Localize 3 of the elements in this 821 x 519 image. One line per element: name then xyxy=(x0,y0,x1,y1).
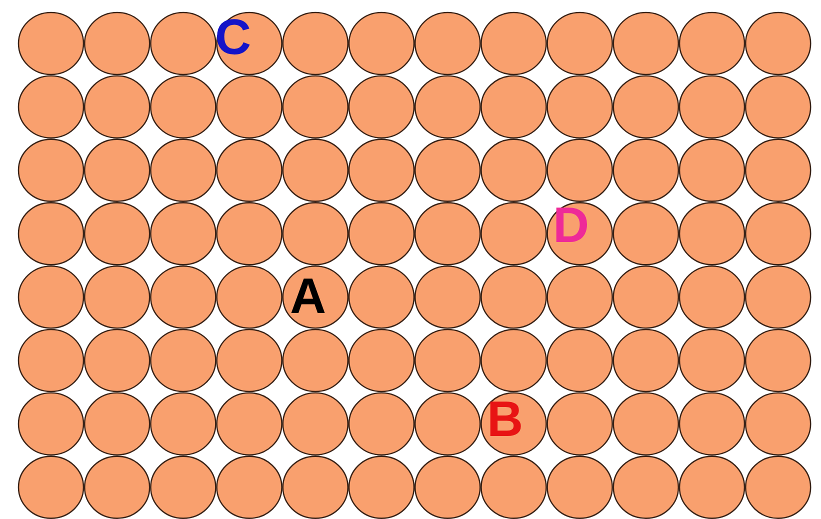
letter-label: B xyxy=(486,394,524,444)
letter-label: D xyxy=(552,200,590,250)
letter-label: A xyxy=(290,271,326,321)
